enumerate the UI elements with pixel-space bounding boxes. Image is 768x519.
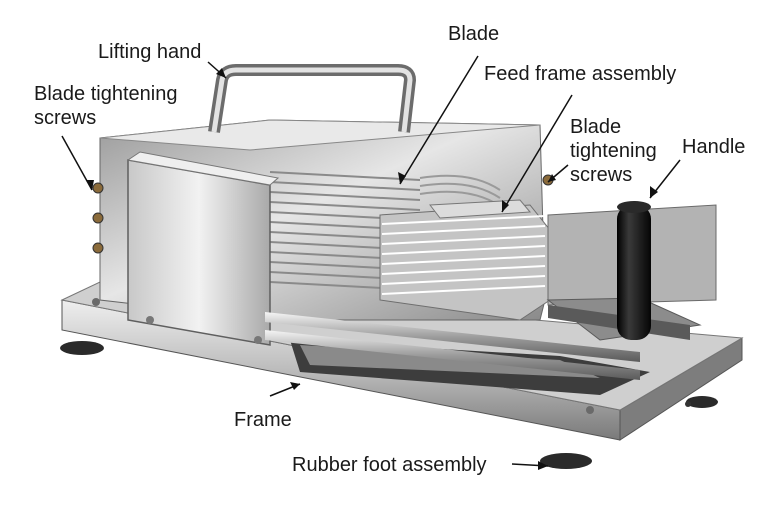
label-rubber-foot-assembly: Rubber foot assembly	[292, 454, 487, 476]
feed-frame-assembly	[379, 199, 551, 321]
label-feed-frame-assembly: Feed frame assembly	[484, 63, 677, 85]
label-blade-tightening-screws-left: Blade tightening screws	[34, 83, 178, 129]
front-guard-panel	[126, 151, 280, 346]
label-blade: Blade	[448, 23, 500, 45]
label-blade-tightening-screws-right: Blade tightening screws	[570, 116, 657, 186]
label-lifting-hand: Lifting hand	[98, 41, 202, 63]
leader-feed-frame	[501, 94, 573, 213]
leader-blade	[399, 55, 479, 185]
label-handle: Handle	[682, 136, 746, 158]
label-frame: Frame	[234, 409, 292, 431]
rubber-feet	[60, 341, 718, 469]
guide-rods	[265, 312, 640, 380]
leader-arrowheads	[86, 68, 658, 470]
handle-knob	[617, 201, 651, 340]
